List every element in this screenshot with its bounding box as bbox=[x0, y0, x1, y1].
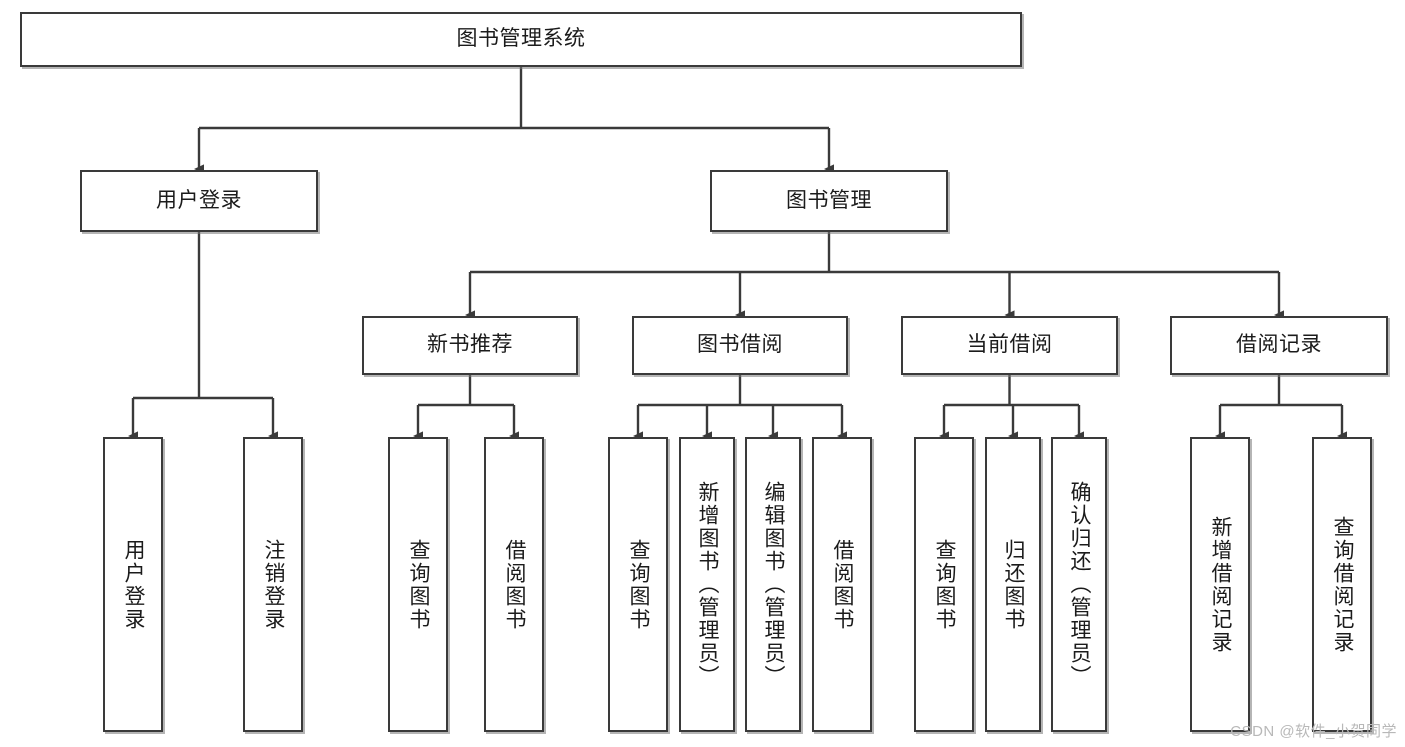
node-leaf-confirm-return[interactable]: 确认归还（管理员） bbox=[1051, 437, 1107, 732]
node-label: 用户登录 bbox=[122, 538, 146, 631]
node-leaf-query-book-3[interactable]: 查询图书 bbox=[914, 437, 974, 732]
node-label: 新书推荐 bbox=[427, 333, 513, 357]
node-label: 查询图书 bbox=[933, 538, 957, 631]
node-label: 确认归还（管理员） bbox=[1068, 481, 1092, 688]
node-book-borrow[interactable]: 图书借阅 bbox=[632, 316, 848, 375]
node-label: 借阅图书 bbox=[503, 538, 527, 631]
node-label: 查询图书 bbox=[627, 538, 651, 631]
node-leaf-add-book[interactable]: 新增图书（管理员） bbox=[679, 437, 735, 732]
node-book-manage[interactable]: 图书管理 bbox=[710, 170, 948, 232]
node-root[interactable]: 图书管理系统 bbox=[20, 12, 1022, 67]
node-borrow-record[interactable]: 借阅记录 bbox=[1170, 316, 1388, 375]
node-leaf-logout[interactable]: 注销登录 bbox=[243, 437, 303, 732]
node-label: 编辑图书（管理员） bbox=[762, 481, 786, 688]
node-label: 图书借阅 bbox=[697, 333, 783, 357]
node-label: 注销登录 bbox=[262, 538, 286, 631]
node-label: 归还图书 bbox=[1002, 538, 1026, 631]
edge-layer bbox=[128, 67, 1347, 441]
watermark: CSDN @软件_小贺同学 bbox=[1230, 723, 1397, 740]
node-label: 查询图书 bbox=[407, 538, 431, 631]
node-leaf-user-login[interactable]: 用户登录 bbox=[103, 437, 163, 732]
node-leaf-borrow-book-1[interactable]: 借阅图书 bbox=[484, 437, 544, 732]
node-label: 图书管理 bbox=[786, 188, 872, 212]
node-leaf-add-record[interactable]: 新增借阅记录 bbox=[1190, 437, 1250, 732]
node-new-book-rec[interactable]: 新书推荐 bbox=[362, 316, 578, 375]
node-label: 新增借阅记录 bbox=[1209, 515, 1233, 654]
node-leaf-borrow-book-2[interactable]: 借阅图书 bbox=[812, 437, 872, 732]
node-leaf-edit-book[interactable]: 编辑图书（管理员） bbox=[745, 437, 801, 732]
node-label: 用户登录 bbox=[156, 188, 242, 212]
node-leaf-query-book-2[interactable]: 查询图书 bbox=[608, 437, 668, 732]
node-leaf-query-record[interactable]: 查询借阅记录 bbox=[1312, 437, 1372, 732]
node-label: 新增图书（管理员） bbox=[696, 481, 720, 688]
node-current-borrow[interactable]: 当前借阅 bbox=[901, 316, 1118, 375]
node-label: 借阅图书 bbox=[831, 538, 855, 631]
node-leaf-query-book-1[interactable]: 查询图书 bbox=[388, 437, 448, 732]
node-leaf-return-book[interactable]: 归还图书 bbox=[985, 437, 1041, 732]
node-label: 借阅记录 bbox=[1236, 333, 1322, 357]
node-label: 查询借阅记录 bbox=[1331, 515, 1355, 654]
node-user-login[interactable]: 用户登录 bbox=[80, 170, 318, 232]
node-label: 图书管理系统 bbox=[456, 27, 586, 51]
node-label: 当前借阅 bbox=[966, 333, 1053, 357]
